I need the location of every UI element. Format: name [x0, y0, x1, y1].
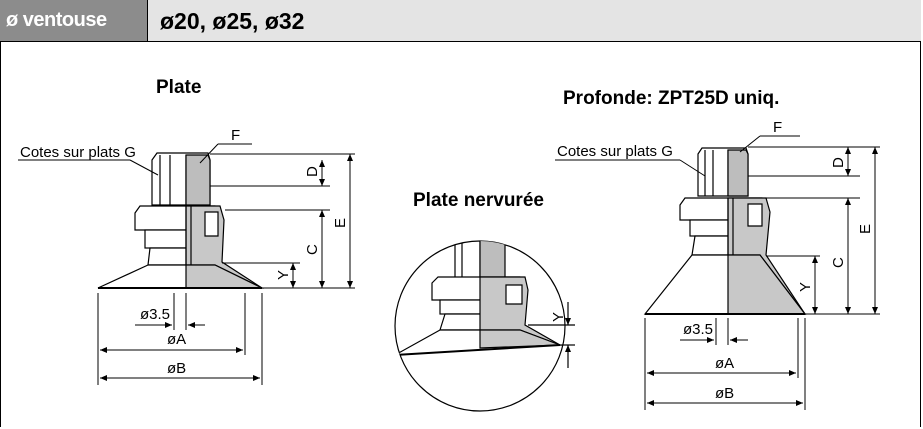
deep-cup-drawing — [643, 147, 807, 315]
header-sizes: ø20, ø25, ø32 — [160, 8, 305, 34]
flat-b-label: øB — [167, 360, 186, 377]
header-label: ø ventouse — [6, 9, 107, 31]
flat-e-label: E — [332, 218, 349, 228]
header-label-cell: ø ventouse — [0, 0, 148, 41]
flat-hole-label: ø3.5 — [140, 306, 170, 323]
flat-dimensions — [18, 143, 355, 385]
deep-b-label: øB — [715, 385, 734, 402]
deep-dimensions — [555, 135, 880, 410]
header-bar: ø ventouse ø20, ø25, ø32 — [0, 0, 921, 42]
flat-hex-label: Cotes sur plats G — [20, 144, 136, 161]
ribbed-title: Plate nervurée — [413, 190, 544, 211]
deep-e-label: E — [857, 224, 874, 234]
deep-hole-label: ø3.5 — [683, 321, 713, 338]
flat-f-label: F — [231, 127, 240, 144]
deep-c-label: C — [830, 257, 847, 268]
flat-a-label: øA — [167, 331, 186, 348]
flat-c-label: C — [304, 244, 321, 255]
header-sizes-cell: ø20, ø25, ø32 — [148, 0, 921, 41]
flat-title: Plate — [156, 77, 201, 98]
deep-a-label: øA — [715, 355, 734, 372]
deep-hex-label: Cotes sur plats G — [557, 143, 673, 160]
ribbed-detail-drawing — [394, 240, 575, 412]
ribbed-y-label: Y — [550, 312, 567, 322]
deep-f-label: F — [773, 119, 782, 136]
deep-d-label: D — [830, 157, 847, 168]
deep-y-label: Y — [797, 282, 814, 292]
flat-y-label: Y — [275, 270, 292, 280]
flat-d-label: D — [304, 166, 321, 177]
deep-title: Profonde: ZPT25D uniq. — [563, 88, 779, 109]
flat-cup-drawing — [97, 152, 265, 289]
